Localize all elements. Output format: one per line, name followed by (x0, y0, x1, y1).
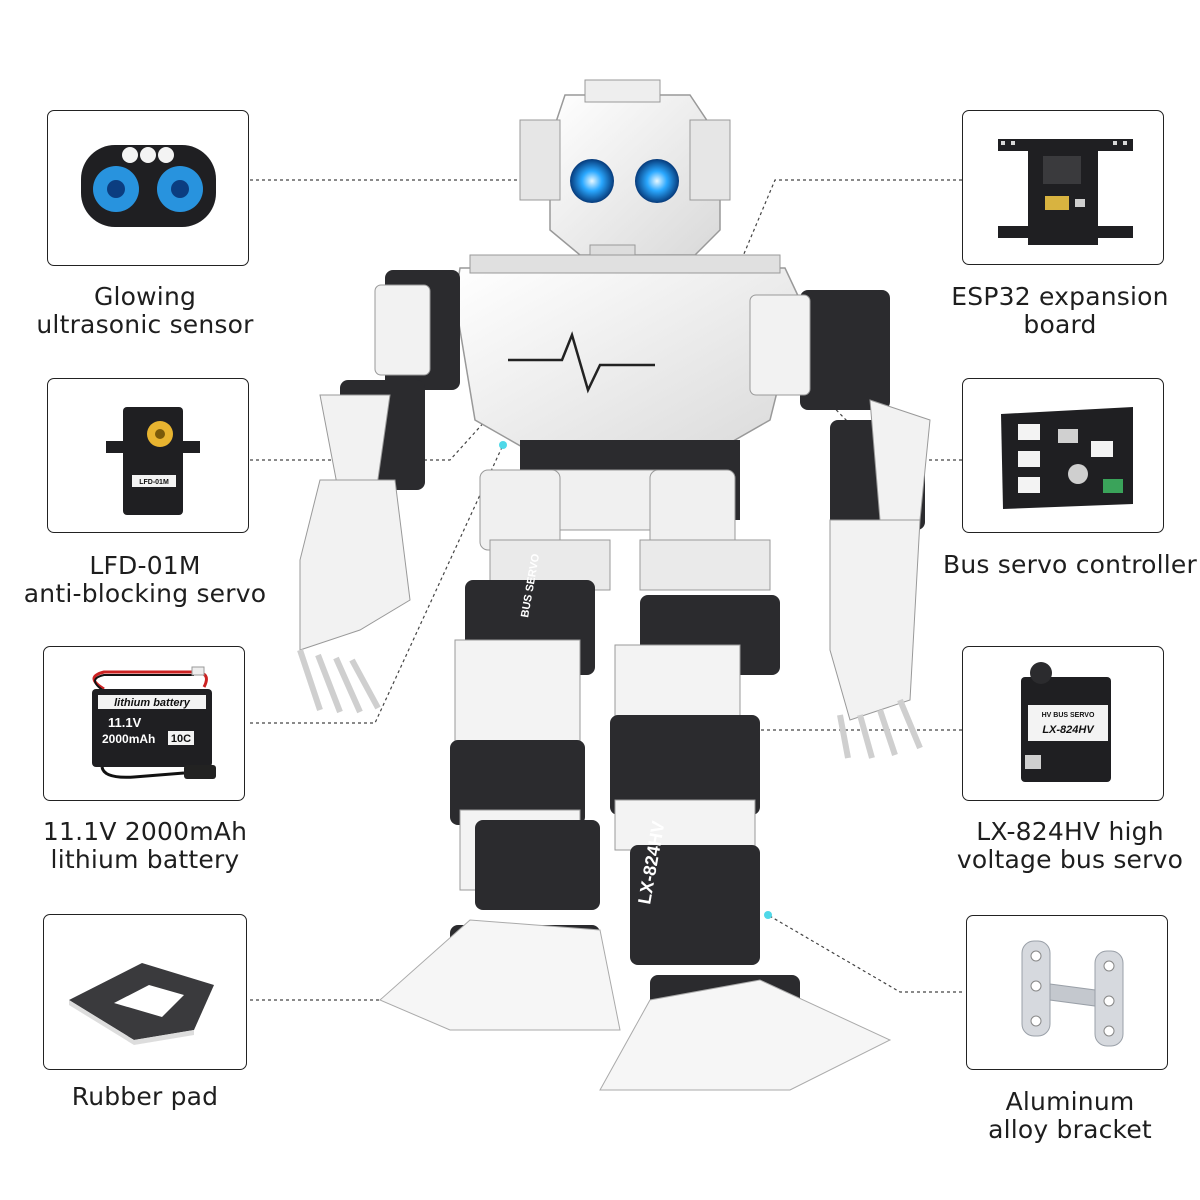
card-aluminum-bracket (966, 915, 1168, 1070)
servo-icon: LFD-01M (106, 407, 200, 515)
card-esp32-board (962, 110, 1164, 265)
robot-right-leg: LX-824HV (599, 595, 892, 1091)
robot-head (519, 79, 731, 268)
svg-text:lithium battery: lithium battery (114, 697, 191, 709)
card-lfd-servo: LFD-01M (47, 378, 249, 533)
card-rubber-pad (43, 914, 247, 1070)
leader-controller (702, 272, 962, 461)
card-battery: lithium battery 11.1V 2000mAh 10C (43, 646, 245, 801)
bus-servo-icon: HV BUS SERVO LX-824HV (1021, 662, 1111, 782)
ultrasonic-sensor-icon (81, 145, 216, 227)
svg-text:2000mAh: 2000mAh (102, 732, 155, 746)
caption-bus-servo-controller: Bus servo controller (943, 550, 1197, 579)
right-eye-icon (635, 159, 679, 203)
robot-left-arm (297, 270, 460, 714)
robot-left-leg: BUS SERVO (379, 552, 621, 1031)
svg-text:LFD-01M: LFD-01M (139, 479, 169, 486)
svg-text:HV BUS SERVO: HV BUS SERVO (1042, 712, 1095, 719)
leader-bracket (767, 914, 962, 993)
card-lx824hv-servo: HV BUS SERVO LX-824HV (962, 646, 1164, 801)
rubber-pad-icon (69, 963, 214, 1045)
circuit-board-icon (998, 139, 1133, 245)
card-bus-servo-controller (962, 378, 1164, 533)
caption-rubber-pad: Rubber pad (71, 1082, 219, 1111)
svg-text:LX-824HV: LX-824HV (1042, 724, 1095, 736)
bracket-icon (1021, 940, 1124, 1047)
controller-board-icon (1001, 407, 1133, 509)
svg-text:10C: 10C (171, 733, 191, 745)
card-ultrasonic-sensor (47, 110, 249, 266)
leader-esp32 (737, 179, 962, 269)
svg-text:11.1V: 11.1V (108, 715, 142, 730)
battery-icon: lithium battery 11.1V 2000mAh 10C (92, 666, 216, 779)
left-eye-icon (570, 159, 614, 203)
robot-right-arm (749, 290, 931, 759)
